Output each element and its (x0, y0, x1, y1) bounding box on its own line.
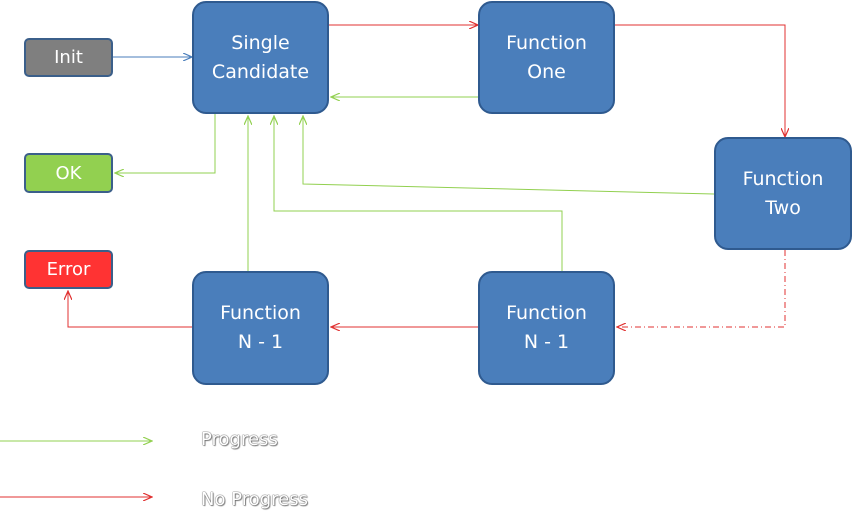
function-n1-right-label-line1: Function (506, 302, 587, 324)
function-one-label-line1: Function (506, 31, 587, 54)
ok-label: OK (55, 162, 82, 184)
init-label: Init (54, 47, 83, 68)
arrow-function-two-to-function-n1-right (617, 250, 786, 327)
arrow-candidate-to-ok (115, 113, 216, 173)
single-candidate-label-line1: Single (231, 31, 290, 54)
init-node: Init (24, 38, 113, 77)
function-n1-right-node: Function N - 1 (478, 271, 615, 385)
single-candidate-node: Single Candidate (192, 1, 329, 114)
legend-no-progress-label: No Progress (201, 489, 309, 510)
arrow-function-two-to-candidate (303, 116, 715, 195)
arrow-function-n1-right-to-candidate (274, 116, 563, 271)
error-node: Error (24, 250, 113, 289)
function-one-label-line2: One (527, 60, 566, 83)
function-two-label-line1: Function (742, 167, 824, 190)
ok-node: OK (24, 153, 113, 193)
single-candidate-label-line2: Candidate (211, 60, 310, 83)
function-n1-left-node: Function N - 1 (192, 271, 329, 385)
function-one-node: Function One (478, 1, 615, 114)
error-label: Error (46, 259, 91, 280)
function-n1-left-label-line1: Function (220, 302, 301, 324)
function-two-label-line2: Two (765, 196, 801, 219)
function-n1-left-label-line2: N - 1 (237, 331, 284, 353)
function-n1-right-label-line2: N - 1 (523, 331, 570, 353)
arrow-function-one-to-function-two (615, 24, 785, 137)
legend-progress-label: Progress (201, 429, 278, 450)
function-two-node: Function Two (714, 137, 852, 250)
arrow-function-n1-left-to-error (68, 291, 192, 328)
